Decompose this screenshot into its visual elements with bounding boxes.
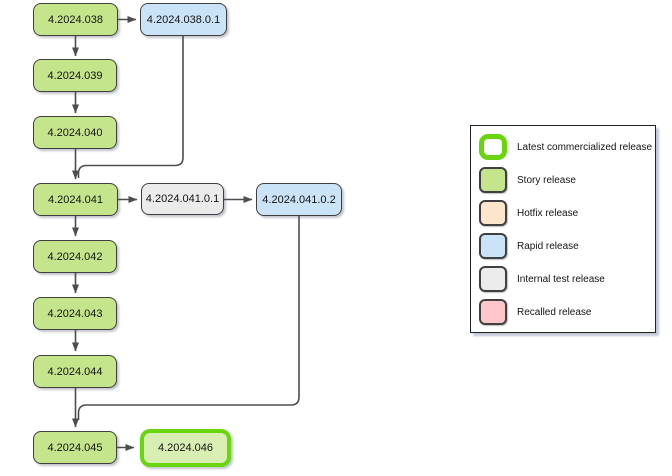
node-4-2024-042: 4.2024.042 bbox=[33, 240, 117, 273]
edge-038-0-1-to-041 bbox=[77, 36, 184, 178]
latest-release-swatch-icon bbox=[479, 134, 507, 160]
node-4-2024-040: 4.2024.040 bbox=[33, 116, 117, 149]
hotfix-release-swatch-icon bbox=[479, 200, 507, 226]
legend-item-label: Recalled release bbox=[517, 306, 592, 318]
node-4-2024-044: 4.2024.044 bbox=[33, 355, 117, 388]
node-4-2024-039: 4.2024.039 bbox=[33, 59, 117, 92]
node-4-2024-043: 4.2024.043 bbox=[33, 297, 117, 330]
internal-test-release-swatch-icon bbox=[479, 266, 507, 292]
rapid-release-swatch-icon bbox=[479, 233, 507, 259]
legend-item-label: Latest commercialized release bbox=[517, 141, 653, 153]
legend: Latest commercialized release Story rele… bbox=[470, 125, 656, 333]
edge-041-0-2-to-045 bbox=[77, 216, 300, 420]
legend-item-rapid: Rapid release bbox=[479, 233, 649, 259]
legend-item-internal-test: Internal test release bbox=[479, 266, 649, 292]
legend-item-label: Internal test release bbox=[517, 273, 605, 285]
node-4-2024-045: 4.2024.045 bbox=[33, 431, 117, 464]
node-4-2024-046: 4.2024.046 bbox=[140, 429, 231, 467]
legend-item-latest-commercialized: Latest commercialized release bbox=[479, 134, 653, 160]
legend-item-label: Rapid release bbox=[517, 240, 579, 252]
legend-item-story: Story release bbox=[479, 167, 649, 193]
legend-item-label: Story release bbox=[517, 174, 576, 186]
legend-item-label: Hotfix release bbox=[517, 207, 579, 219]
legend-item-hotfix: Hotfix release bbox=[479, 200, 649, 226]
node-4-2024-041: 4.2024.041 bbox=[33, 183, 118, 216]
node-4-2024-038-0-1: 4.2024.038.0.1 bbox=[140, 3, 227, 36]
legend-item-recalled: Recalled release bbox=[479, 299, 649, 325]
node-4-2024-038: 4.2024.038 bbox=[33, 3, 118, 36]
recalled-release-swatch-icon bbox=[479, 299, 507, 325]
node-4-2024-041-0-1: 4.2024.041.0.1 bbox=[141, 183, 224, 215]
node-4-2024-041-0-2: 4.2024.041.0.2 bbox=[256, 183, 342, 216]
story-release-swatch-icon bbox=[479, 167, 507, 193]
